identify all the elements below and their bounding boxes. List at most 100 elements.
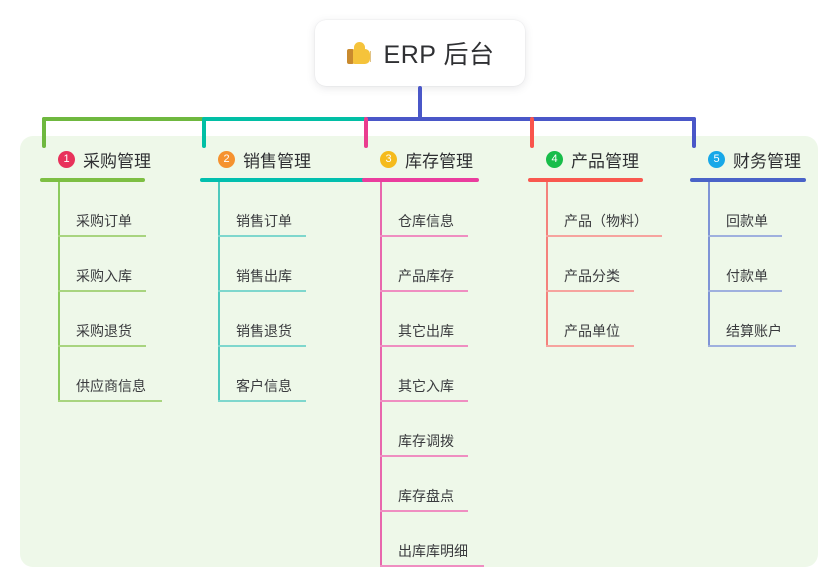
module-item-rule (58, 345, 146, 347)
column-header-rule (690, 178, 806, 182)
module-item[interactable]: 客户信息 (218, 347, 378, 402)
module-item[interactable]: 付款单 (708, 237, 806, 292)
column-badge-3: 3 (380, 150, 397, 168)
module-item-rule (58, 235, 146, 237)
module-item-rule (380, 290, 468, 292)
module-item[interactable]: 产品库存 (380, 237, 479, 292)
column-header-rule (528, 178, 643, 182)
module-item[interactable]: 采购订单 (58, 182, 151, 237)
module-item[interactable]: 回款单 (708, 182, 806, 237)
module-item-rule (218, 235, 306, 237)
module-item[interactable]: 仓库信息 (380, 182, 479, 237)
module-item-label: 回款单 (726, 213, 768, 229)
module-item[interactable]: 其它入库 (380, 347, 479, 402)
module-item-rule (58, 400, 162, 402)
connector-drop-4 (530, 117, 534, 148)
module-item[interactable]: 库存盘点 (380, 457, 479, 512)
module-item-label: 其它出库 (398, 323, 454, 339)
root-title: ERP 后台 (383, 41, 495, 69)
column-spine (708, 182, 710, 347)
module-item-rule (546, 235, 662, 237)
module-item-label: 产品库存 (398, 268, 454, 284)
module-item-label: 库存盘点 (398, 488, 454, 504)
column-title: 销售管理 (243, 151, 311, 171)
column-spine (218, 182, 220, 402)
module-item-rule (546, 290, 634, 292)
thumbs-up-icon (346, 40, 373, 67)
module-item-label: 产品（物料） (564, 213, 648, 229)
module-item-label: 出库库明细 (398, 543, 468, 559)
module-column-3: 3 库存管理仓库信息产品库存其它出库其它入库库存调拨库存盘点出库库明细 (362, 146, 484, 567)
module-item[interactable]: 结算账户 (708, 292, 806, 347)
column-badge-2: 2 (218, 150, 235, 168)
column-items: 仓库信息产品库存其它出库其它入库库存调拨库存盘点出库库明细 (362, 182, 484, 567)
module-item-label: 销售订单 (236, 213, 292, 229)
module-item-rule (708, 235, 782, 237)
column-title: 产品管理 (571, 151, 639, 171)
module-item-rule (708, 345, 796, 347)
module-item[interactable]: 库存调拨 (380, 402, 479, 457)
module-item[interactable]: 销售出库 (218, 237, 378, 292)
column-header-rule (40, 178, 145, 182)
module-item-rule (380, 235, 468, 237)
module-column-5: 5 财务管理回款单付款单结算账户 (690, 146, 806, 347)
module-item[interactable]: 销售订单 (218, 182, 378, 237)
column-header-rule (200, 178, 378, 182)
column-badge-5: 5 (708, 150, 725, 168)
module-column-2: 2 销售管理销售订单销售出库销售退货客户信息 (200, 146, 378, 402)
column-title: 财务管理 (733, 151, 801, 171)
module-item-label: 产品分类 (564, 268, 620, 284)
module-item-label: 采购订单 (76, 213, 132, 229)
module-item-label: 采购入库 (76, 268, 132, 284)
module-item[interactable]: 出库库明细 (380, 512, 484, 567)
column-header-rule (362, 178, 479, 182)
module-item-rule (218, 400, 306, 402)
root-node[interactable]: ERP 后台 (315, 20, 525, 86)
module-item-rule (58, 290, 146, 292)
modules-panel (20, 136, 818, 567)
module-item[interactable]: 供应商信息 (58, 347, 162, 402)
column-badge-1: 1 (58, 150, 75, 168)
module-item-label: 采购退货 (76, 323, 132, 339)
connector-drop-3 (364, 117, 368, 148)
module-item-label: 库存调拨 (398, 433, 454, 449)
column-header-3[interactable]: 3 库存管理 (362, 146, 479, 172)
module-item[interactable]: 采购退货 (58, 292, 151, 347)
column-spine (380, 182, 382, 567)
connector-drop-2 (202, 117, 206, 148)
module-item-label: 销售退货 (236, 323, 292, 339)
module-item-rule (380, 455, 468, 457)
module-item-rule (546, 345, 634, 347)
column-header-2[interactable]: 2 销售管理 (200, 146, 378, 172)
connector-root-drop (418, 86, 422, 121)
column-spine (58, 182, 60, 402)
module-item-label: 供应商信息 (76, 378, 146, 394)
module-item-label: 付款单 (726, 268, 768, 284)
module-item-rule (218, 290, 306, 292)
column-badge-4: 4 (546, 150, 563, 168)
module-column-4: 4 产品管理产品（物料） 产品分类产品单位 (528, 146, 662, 347)
module-item-label: 结算账户 (726, 323, 782, 339)
module-item-rule (380, 565, 484, 567)
module-item[interactable]: 产品（物料） (546, 182, 662, 237)
module-item[interactable]: 产品单位 (546, 292, 648, 347)
connector-trunk-teal (202, 117, 366, 121)
column-header-5[interactable]: 5 财务管理 (690, 146, 806, 172)
module-item-label: 仓库信息 (398, 213, 454, 229)
column-title: 库存管理 (405, 151, 473, 171)
module-item[interactable]: 销售退货 (218, 292, 378, 347)
module-item-label: 销售出库 (236, 268, 292, 284)
module-item[interactable]: 采购入库 (58, 237, 151, 292)
column-header-4[interactable]: 4 产品管理 (528, 146, 648, 172)
module-item-label: 产品单位 (564, 323, 620, 339)
module-item-rule (218, 345, 306, 347)
column-items: 销售订单销售出库销售退货客户信息 (200, 182, 378, 402)
module-item-rule (380, 510, 468, 512)
module-item[interactable]: 其它出库 (380, 292, 479, 347)
column-spine (546, 182, 548, 347)
module-item[interactable]: 产品分类 (546, 237, 648, 292)
module-item-label: 客户信息 (236, 378, 292, 394)
